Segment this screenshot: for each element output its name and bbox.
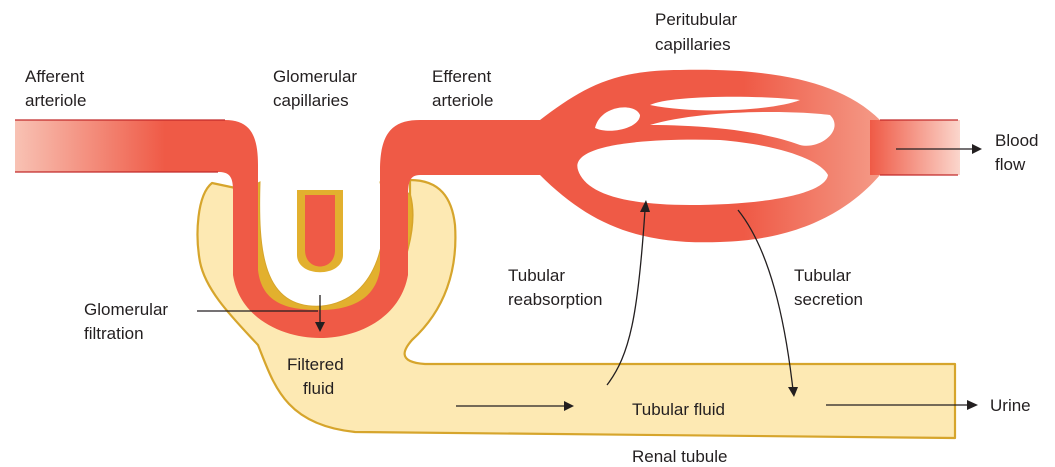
efferent-right-vessel xyxy=(870,120,960,175)
label-filtered-fluid-1: Filtered xyxy=(287,355,344,374)
label-tubular-reabsorption-1: Tubular xyxy=(508,266,565,285)
label-renal-tubule: Renal tubule xyxy=(632,447,727,466)
label-glomerular-capillaries-1: Glomerular xyxy=(273,67,357,86)
label-tubular-fluid: Tubular fluid xyxy=(632,400,725,419)
label-efferent-1: Efferent xyxy=(432,67,492,86)
label-peritubular-1: Peritubular xyxy=(655,10,738,29)
label-afferent-1: Afferent xyxy=(25,67,85,86)
label-tubular-reabsorption-2: reabsorption xyxy=(508,290,603,309)
label-blood-flow-2: flow xyxy=(995,155,1026,174)
label-urine: Urine xyxy=(990,396,1031,415)
glomerular-inner-notch xyxy=(305,195,335,267)
afferent-fade xyxy=(15,120,165,172)
label-tubular-secretion-2: secretion xyxy=(794,290,863,309)
label-glomerular-filtration-1: Glomerular xyxy=(84,300,168,319)
label-afferent-2: arteriole xyxy=(25,91,86,110)
label-glomerular-capillaries-2: capillaries xyxy=(273,91,349,110)
label-blood-flow-1: Blood xyxy=(995,131,1038,150)
label-peritubular-2: capillaries xyxy=(655,35,731,54)
label-filtered-fluid-2: fluid xyxy=(303,379,334,398)
label-efferent-2: arteriole xyxy=(432,91,493,110)
label-glomerular-filtration-2: filtration xyxy=(84,324,144,343)
label-tubular-secretion-1: Tubular xyxy=(794,266,851,285)
